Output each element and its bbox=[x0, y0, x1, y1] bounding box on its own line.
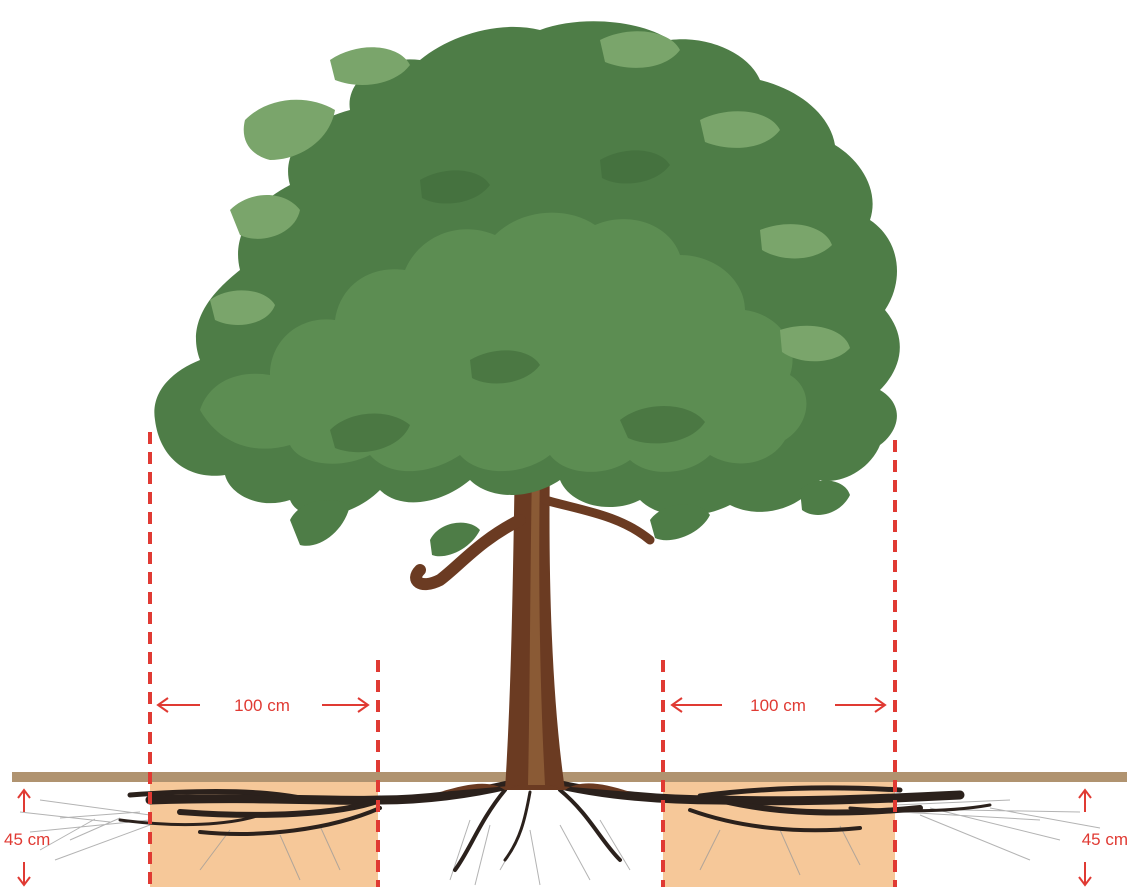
left-depth-label: 45 cm bbox=[4, 830, 50, 849]
right-depth-label: 45 cm bbox=[1082, 830, 1128, 849]
ground-line bbox=[12, 772, 1127, 782]
right-width-label: 100 cm bbox=[750, 696, 806, 715]
tree-trunk bbox=[440, 460, 630, 792]
left-width-label: 100 cm bbox=[234, 696, 290, 715]
tree-canopy bbox=[154, 21, 899, 556]
